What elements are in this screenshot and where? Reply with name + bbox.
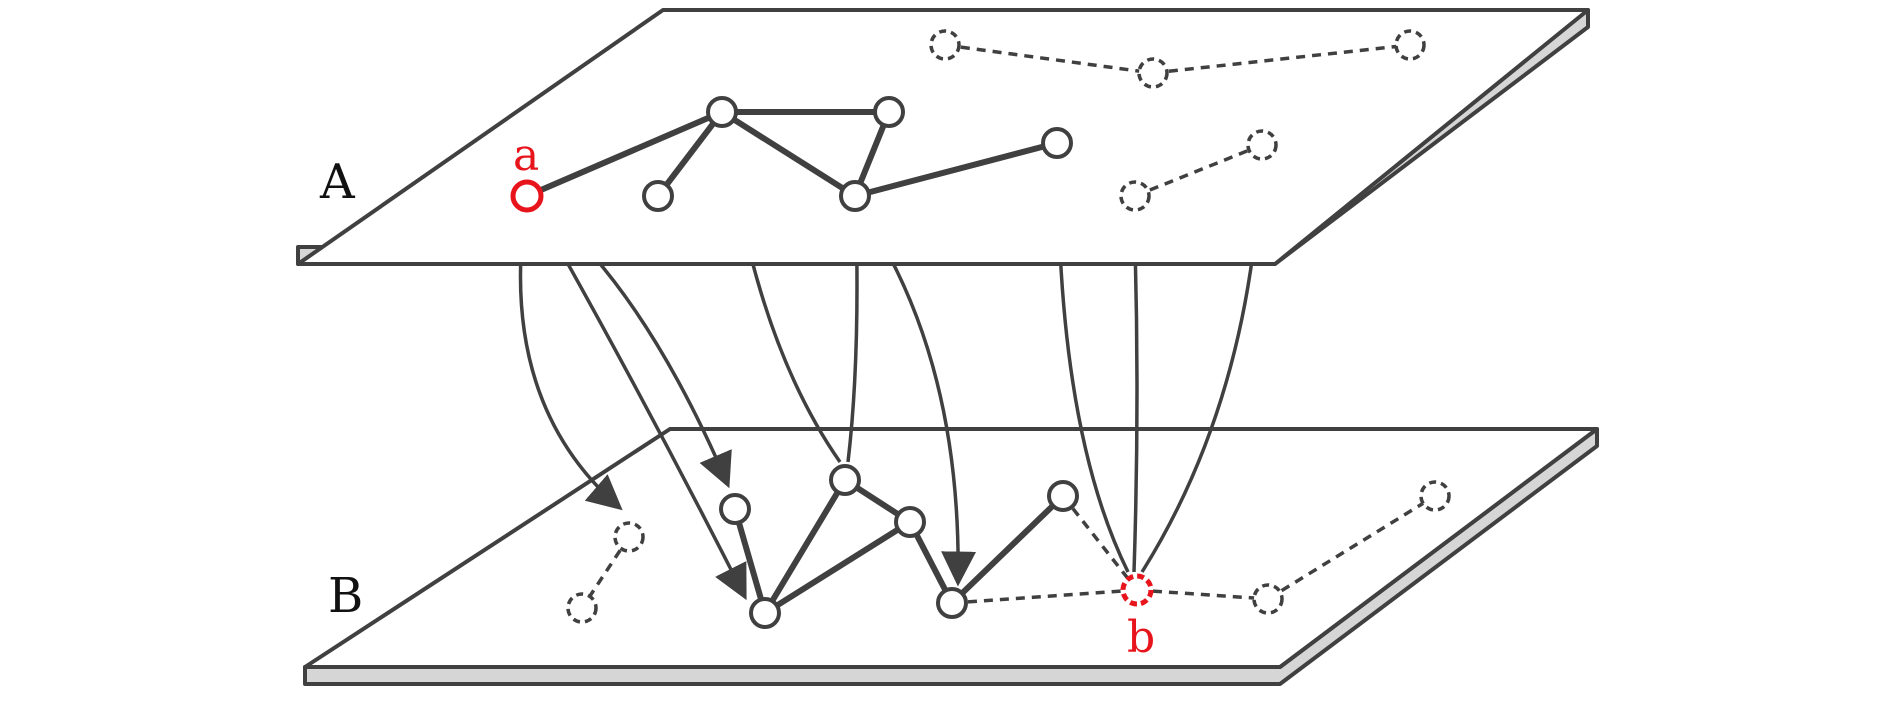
edge-dashed: [1267, 494, 1436, 601]
node-dashed[interactable]: [929, 29, 961, 61]
layer-b-label: B: [328, 568, 363, 624]
node[interactable]: [642, 180, 674, 212]
node-dashed[interactable]: [1252, 583, 1284, 615]
edge: [852, 140, 1060, 199]
node-b-label: b: [1127, 612, 1155, 663]
node[interactable]: [839, 180, 871, 212]
node[interactable]: [873, 96, 905, 128]
node-dashed[interactable]: [1419, 480, 1451, 512]
node-dashed[interactable]: [1137, 57, 1169, 89]
edge-dashed: [944, 43, 1154, 75]
plane-a-surface: [296, 8, 1590, 266]
layer-b-nodes: [566, 464, 1451, 629]
layer-a-label: A: [319, 154, 356, 210]
node-dashed[interactable]: [1119, 180, 1151, 212]
layer-a-edges: [524, 43, 1411, 199]
edge: [524, 109, 725, 199]
node[interactable]: [706, 96, 738, 128]
edge: [719, 109, 858, 199]
node[interactable]: [894, 506, 926, 538]
node[interactable]: [1047, 480, 1079, 512]
node[interactable]: [936, 587, 968, 619]
edge-dashed: [1134, 143, 1263, 198]
node-dashed[interactable]: [566, 592, 598, 624]
node[interactable]: [1041, 127, 1073, 159]
plane-a: [296, 8, 1590, 266]
edge: [762, 519, 913, 616]
node-dashed[interactable]: [613, 521, 645, 553]
edge: [732, 506, 768, 616]
edge-dashed: [1136, 588, 1269, 601]
edge: [655, 109, 725, 199]
arrow-b-to-a: [1117, 209, 1153, 573]
edge: [762, 477, 848, 616]
node-b[interactable]: [1120, 573, 1154, 607]
edge-dashed: [1061, 494, 1139, 592]
node-dashed[interactable]: [1394, 29, 1426, 61]
node[interactable]: [749, 597, 781, 629]
node-a-label: a: [513, 130, 539, 181]
node-a[interactable]: [510, 179, 544, 213]
node[interactable]: [829, 464, 861, 496]
edge-dashed: [1152, 43, 1411, 75]
layer-a-nodes: [510, 29, 1426, 213]
node-dashed[interactable]: [1246, 129, 1278, 161]
node[interactable]: [719, 493, 751, 525]
